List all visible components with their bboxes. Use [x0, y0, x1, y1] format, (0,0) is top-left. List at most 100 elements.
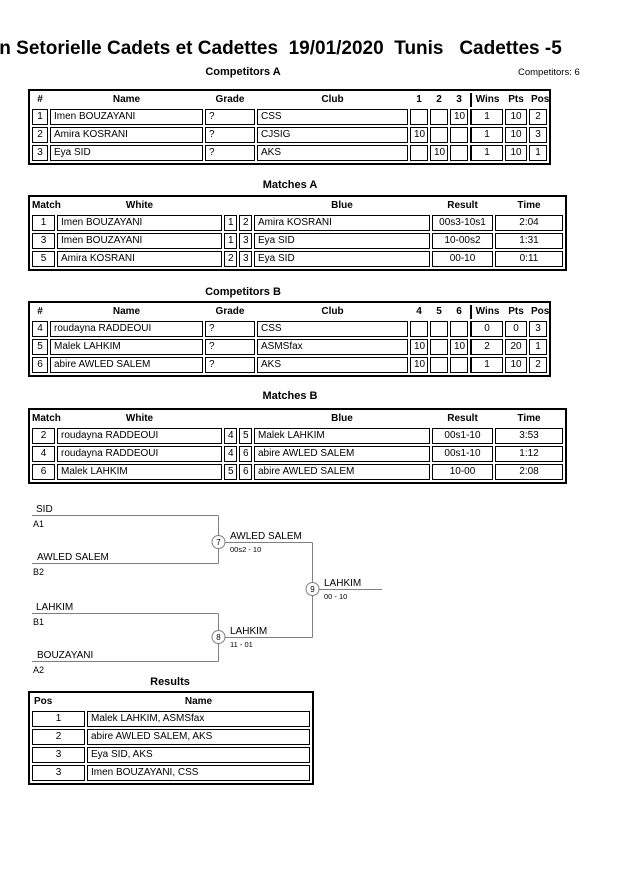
cell-club: CSS: [257, 321, 408, 337]
bracket-lines: [32, 515, 382, 662]
cell-name: roudayna RADDEOUI: [50, 321, 203, 337]
col-r4: 4: [416, 306, 422, 317]
cell-white-num: 5: [224, 464, 237, 480]
cell-white-num: 4: [224, 428, 237, 444]
cell-blue-num: 6: [239, 446, 252, 462]
cell-r6: [450, 357, 468, 373]
cell-r1: 10: [410, 127, 428, 143]
col-match: Match: [32, 200, 61, 211]
bracket-sf2-match-number: 8: [216, 633, 221, 642]
table-row: 4 roudayna RADDEOUI ? CSS 0 0 3: [32, 321, 547, 337]
cell-r5: [430, 339, 448, 355]
cell-pos: 1: [529, 339, 547, 355]
cell-num: 3: [32, 145, 48, 161]
cell-time: 0:11: [495, 251, 563, 267]
cell-r4: [410, 321, 428, 337]
cell-num: 4: [32, 321, 48, 337]
cell-wins: 0: [470, 321, 503, 337]
cell-num: 6: [32, 357, 48, 373]
table-row: 6 abire AWLED SALEM ? AKS 10 1 10 2: [32, 357, 547, 373]
cell-r5: [430, 321, 448, 337]
cell-club: ASMSfax: [257, 339, 408, 355]
cell-white: Imen BOUZAYANI: [57, 215, 222, 231]
bracket-sf1-bottom-name: AWLED SALEM: [37, 552, 109, 563]
col-pts: Pts: [508, 94, 524, 105]
cell-result: 00s3-10s1: [432, 215, 493, 231]
table-row: 3 Imen BOUZAYANI, CSS: [32, 765, 310, 781]
cell-pos: 3: [529, 321, 547, 337]
table-row: 2 Amira KOSRANI ? CJSIG 10 1 10 3: [32, 127, 547, 143]
col-r2: 2: [436, 94, 442, 105]
table-row: 3 Imen BOUZAYANI 1 3 Eya SID 10-00s2 1:3…: [32, 233, 563, 249]
cell-match: 6: [32, 464, 55, 480]
col-wins: Wins: [470, 93, 503, 107]
cell-pos: 1: [529, 145, 547, 161]
cell-white: roudayna RADDEOUI: [57, 446, 222, 462]
cell-pts: 10: [505, 145, 527, 161]
col-pos: Pos: [34, 696, 53, 707]
cell-r3: [450, 145, 468, 161]
cell-pos: 1: [32, 711, 85, 727]
cell-wins: 1: [470, 357, 503, 373]
col-r5: 5: [436, 306, 442, 317]
bracket-sf2-top-seed: B1: [33, 617, 44, 627]
matches-a-table: Match White Blue Result Time 1 Imen BOUZ…: [28, 195, 567, 271]
matches-b-table: Match White Blue Result Time 2 roudayna …: [28, 408, 567, 484]
cell-name: Malek LAHKIM, ASMSfax: [87, 711, 310, 727]
bracket-sf1-top-seed: A1: [33, 519, 44, 529]
col-num: #: [37, 306, 43, 317]
cell-white: Malek LAHKIM: [57, 464, 222, 480]
col-name: Name: [112, 306, 141, 317]
cell-club: CJSIG: [257, 127, 408, 143]
cell-r6: [450, 321, 468, 337]
cell-name: Eya SID: [50, 145, 203, 161]
cell-match: 2: [32, 428, 55, 444]
cell-name: Imen BOUZAYANI, CSS: [87, 765, 310, 781]
cell-white: Imen BOUZAYANI: [57, 233, 222, 249]
cell-blue: Eya SID: [254, 233, 430, 249]
cell-name: abire AWLED SALEM: [50, 357, 203, 373]
cell-r2: [430, 127, 448, 143]
results-table: Pos Name 1 Malek LAHKIM, ASMSfax 2 abire…: [28, 691, 314, 785]
col-name: Name: [112, 94, 141, 105]
cell-time: 1:12: [495, 446, 563, 462]
col-blue: Blue: [331, 413, 353, 424]
cell-blue-num: 2: [239, 215, 252, 231]
cell-blue-num: 5: [239, 428, 252, 444]
cell-blue: abire AWLED SALEM: [254, 464, 430, 480]
bracket-sf2-winner: LAHKIM: [230, 626, 267, 637]
cell-r1: [410, 109, 428, 125]
col-name: Name: [184, 696, 213, 707]
table-row: 5 Amira KOSRANI 2 3 Eya SID 00-10 0:11: [32, 251, 563, 267]
match-node-7: [211, 535, 226, 549]
cell-num: 5: [32, 339, 48, 355]
col-time: Time: [517, 200, 541, 211]
heading-matches-b: Matches B: [262, 390, 318, 402]
cell-grade: ?: [205, 321, 255, 337]
table-row: 2 abire AWLED SALEM, AKS: [32, 729, 310, 745]
bracket-final-winner: LAHKIM: [324, 578, 361, 589]
bracket-sf1-score: 00s2 - 10: [230, 545, 261, 554]
table-row: 3 Eya SID, AKS: [32, 747, 310, 763]
cell-pos: 2: [529, 357, 547, 373]
cell-grade: ?: [205, 127, 255, 143]
cell-white-num: 1: [224, 215, 237, 231]
cell-wins: 1: [470, 145, 503, 161]
cell-club: AKS: [257, 357, 408, 373]
cell-blue: Amira KOSRANI: [254, 215, 430, 231]
cell-club: AKS: [257, 145, 408, 161]
col-time: Time: [517, 413, 541, 424]
bracket-sf1-top-name: SID: [36, 504, 53, 515]
cell-match: 3: [32, 233, 55, 249]
cell-blue-num: 3: [239, 233, 252, 249]
col-grade: Grade: [215, 94, 245, 105]
cell-pts: 10: [505, 109, 527, 125]
bracket: SID A1 AWLED SALEM B2 7 AWLED SALEM 00s2…: [32, 504, 382, 675]
cell-white-num: 2: [224, 251, 237, 267]
cell-grade: ?: [205, 357, 255, 373]
cell-r3: [450, 127, 468, 143]
bracket-sf1-bottom-seed: B2: [33, 567, 44, 577]
cell-result: 00-10: [432, 251, 493, 267]
cell-white-num: 4: [224, 446, 237, 462]
cell-pos: 3: [529, 127, 547, 143]
